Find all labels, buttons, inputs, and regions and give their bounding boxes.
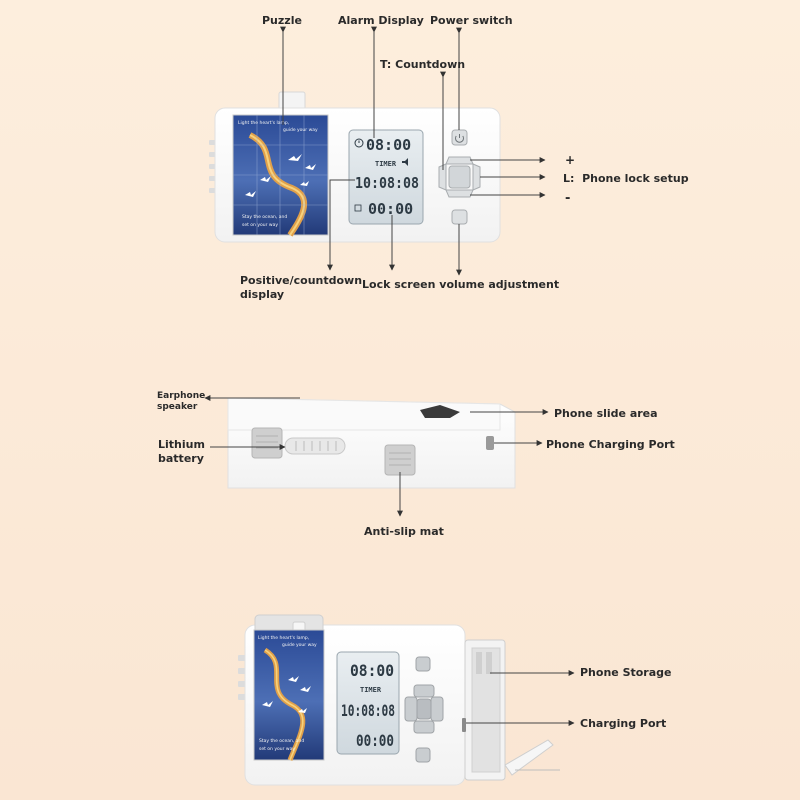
puzzle-caption-2: guide your way xyxy=(283,127,318,133)
puzzle-open-caption-2: guide your way xyxy=(282,642,317,648)
button-cluster xyxy=(438,129,481,225)
puzzle-panel: Light the heart's lamp, guide your way S… xyxy=(232,114,329,237)
speaker-icon xyxy=(402,158,408,166)
label-alarm-display: Alarm Display xyxy=(338,14,424,27)
label-positive-countdown-2: display xyxy=(240,288,284,301)
label-minus: - xyxy=(565,191,570,206)
phone-storage-bay xyxy=(462,639,560,781)
lcd-alarm-time: 08:00 xyxy=(366,136,411,154)
puzzle-open-caption-4: set on your way xyxy=(259,746,295,752)
device-back-view xyxy=(227,397,516,489)
plus-button-open[interactable] xyxy=(413,684,435,698)
t-countdown-button[interactable] xyxy=(438,163,447,191)
leader-lines-back xyxy=(204,395,549,517)
label-plus: + xyxy=(565,153,575,167)
alarm-clock-icon xyxy=(354,138,364,148)
power-icon xyxy=(455,134,464,143)
label-earphone-2: speaker xyxy=(157,402,198,412)
puzzle-caption-1: Light the heart's lamp, xyxy=(238,120,289,126)
volume-button[interactable] xyxy=(451,209,468,225)
lcd-open-alarm-time: 08:00 xyxy=(350,661,394,680)
puzzle-caption-3: Stay the ocean, and xyxy=(242,214,287,220)
label-charging-port: Charging Port xyxy=(580,717,666,730)
lcd-open-main-time: 10:08:08 xyxy=(341,701,395,720)
leader-lines-open xyxy=(466,670,575,726)
lcd-open-timer-label: TIMER xyxy=(360,686,382,694)
label-lithium-2: battery xyxy=(158,452,204,465)
label-puzzle: Puzzle xyxy=(262,14,302,27)
center-button[interactable] xyxy=(448,165,471,189)
center-button-open[interactable] xyxy=(416,698,432,720)
label-earphone-1: Earphone xyxy=(157,391,205,401)
label-positive-countdown-1: Positive/countdown xyxy=(240,274,362,287)
label-anti-slip: Anti-slip mat xyxy=(364,525,444,538)
puzzle-caption-4: set on your way xyxy=(242,222,278,228)
bird-icons xyxy=(245,154,316,197)
label-power-switch: Power switch xyxy=(430,14,513,27)
label-phone-storage: Phone Storage xyxy=(580,666,672,679)
t-button-open[interactable] xyxy=(404,696,418,722)
anti-slip-mat-right xyxy=(384,444,416,476)
label-l-phone-lock: L: Phone lock setup xyxy=(563,172,689,185)
volume-button-open[interactable] xyxy=(415,747,431,763)
leader-lines-front xyxy=(280,26,546,276)
puzzle-grid xyxy=(233,115,328,235)
label-lock-screen-volume: Lock screen volume adjustment xyxy=(362,278,559,291)
button-cluster-open xyxy=(404,656,444,763)
label-phone-charging-port: Phone Charging Port xyxy=(546,438,675,451)
device-open-view: Light the heart's lamp, guide your way S… xyxy=(238,614,560,786)
puzzle-open-caption-3: Stay the ocean, and xyxy=(259,738,304,744)
phone-charging-port-slot xyxy=(486,436,494,450)
lcd-open-countdown-time: 00:00 xyxy=(356,731,394,750)
phone-stand-flap xyxy=(504,739,554,776)
anti-slip-mat-left xyxy=(251,427,283,459)
charging-port-slot xyxy=(462,718,466,732)
plus-button[interactable] xyxy=(445,156,474,165)
battery-cover xyxy=(284,437,346,455)
lock-icon xyxy=(354,204,362,212)
lcd-panel: 08:00 TIMER 10:08:08 00:00 xyxy=(348,129,424,225)
power-button-open[interactable] xyxy=(415,656,431,672)
label-phone-slide: Phone slide area xyxy=(554,407,658,420)
device-front-view: Light the heart's lamp, guide your way S… xyxy=(209,91,501,243)
puzzle-panel-open: Light the heart's lamp, guide your way S… xyxy=(253,629,325,761)
lcd-countdown-time: 00:00 xyxy=(368,200,413,218)
minus-button-open[interactable] xyxy=(413,720,435,734)
puzzle-open-caption-1: Light the heart's lamp, xyxy=(258,635,309,641)
minus-button[interactable] xyxy=(445,189,474,198)
l-lock-button[interactable] xyxy=(472,163,481,191)
label-t-countdown: T: Countdown xyxy=(380,58,465,71)
bird-icons-open xyxy=(262,676,311,713)
phone-slide-notch xyxy=(420,405,460,418)
label-lithium-1: Lithium xyxy=(158,438,205,451)
lcd-main-time: 10:08:08 xyxy=(355,174,419,192)
lcd-timer-label: TIMER xyxy=(375,160,397,168)
lcd-panel-open: 08:00 TIMER 10:08:08 00:00 xyxy=(336,651,400,755)
l-button-open[interactable] xyxy=(430,696,444,722)
